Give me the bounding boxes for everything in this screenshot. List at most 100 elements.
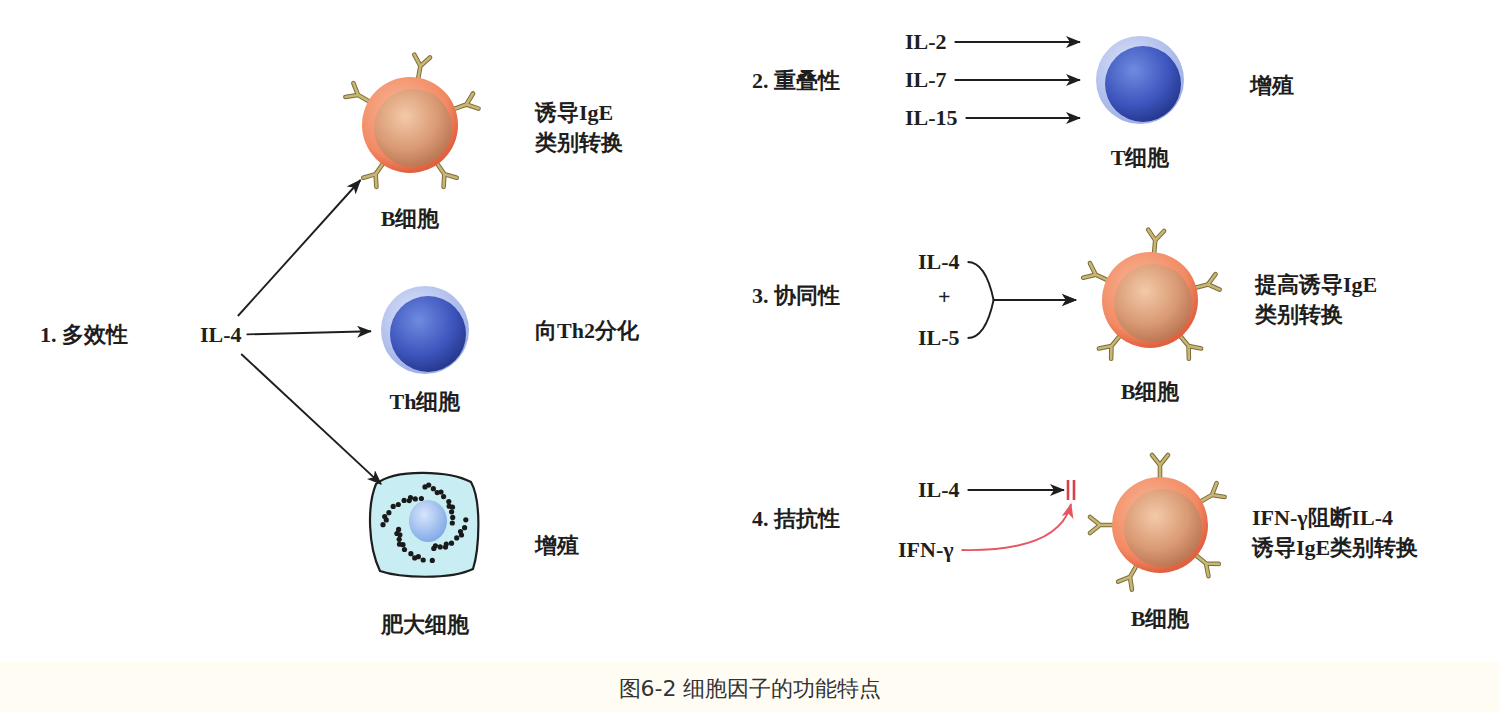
cytokine-label: IL-7 xyxy=(905,66,947,94)
cytokine-name: IL-4 xyxy=(918,248,960,276)
granule-dot xyxy=(419,496,424,501)
granule-dot xyxy=(450,515,455,520)
arrow-connector xyxy=(968,262,1076,300)
b-cell-art xyxy=(1090,455,1225,590)
arrow-connector xyxy=(247,331,371,334)
arrow-connector xyxy=(968,300,1076,338)
arrow-connector xyxy=(238,180,361,316)
effect-note: 诱导IgE 类别转换 xyxy=(535,98,685,158)
cell-name: T细胞 xyxy=(1111,144,1170,172)
antibody-symbol xyxy=(1146,230,1164,254)
antibody-symbol xyxy=(1152,455,1168,478)
figure-caption: 图6-2 细胞因子的功能特点 xyxy=(0,674,1500,704)
block-bar xyxy=(1067,480,1070,500)
granule-dot xyxy=(447,504,452,509)
section-heading: 3. 协同性 xyxy=(752,281,840,311)
cell-name: 肥大细胞 xyxy=(381,611,469,639)
granule-dot xyxy=(449,509,454,514)
cytokine-name: IL-2 xyxy=(905,28,947,56)
mast-cell: 肥大细胞 xyxy=(369,469,481,581)
effect-note: 向Th2分化 xyxy=(535,316,639,346)
section-heading: 4. 拮抗性 xyxy=(752,504,840,534)
arrow-connector xyxy=(241,354,381,484)
granule-dot xyxy=(462,525,467,530)
cytokine-label: IL-4 xyxy=(918,476,960,504)
cell-name: Th细胞 xyxy=(390,388,461,416)
granule-dot xyxy=(408,551,413,556)
granule-dot xyxy=(416,554,421,559)
granule-dot xyxy=(449,541,454,546)
arrow-connector xyxy=(966,117,1080,119)
b-cell: B细胞 xyxy=(1090,455,1230,595)
cell-name: B细胞 xyxy=(381,205,440,233)
granule-dot xyxy=(435,490,440,495)
mast-cell-art xyxy=(370,473,478,577)
cytokine-name: IFN-γ xyxy=(898,536,954,564)
granule-dot xyxy=(446,499,451,504)
granule-dot xyxy=(396,502,401,507)
t-cell: T细胞 xyxy=(1090,30,1190,130)
block-bar xyxy=(1073,480,1076,500)
granule-dot xyxy=(421,557,426,562)
cytokine-label: IL-4 xyxy=(918,248,960,276)
section-heading: 2. 重叠性 xyxy=(752,66,840,96)
granule-dot xyxy=(454,535,459,540)
cytokine-label: IL-5 xyxy=(918,324,960,352)
cytokine-label: IL-2 xyxy=(905,28,947,56)
granule-dot xyxy=(450,520,455,525)
cytokine-label: IL-15 xyxy=(905,104,958,132)
th-cell: Th细胞 xyxy=(375,280,475,380)
granule-dot xyxy=(380,522,385,527)
antibody-symbol xyxy=(410,55,430,80)
effect-note: 增殖 xyxy=(535,531,579,561)
granule-dot xyxy=(386,510,391,515)
cytokine-name: IL-4 xyxy=(918,476,960,504)
cytokine-name: IL-7 xyxy=(905,66,947,94)
section-heading: 1. 多效性 xyxy=(40,320,128,350)
cytokine-name: IL-5 xyxy=(918,324,960,352)
granule-dot xyxy=(407,498,412,503)
plus-sign: + xyxy=(938,282,951,312)
granule-dot xyxy=(400,542,405,547)
granule-dot xyxy=(431,486,436,491)
granule-dot xyxy=(402,547,407,552)
granule-dot xyxy=(433,543,438,548)
b-cell: B细胞 xyxy=(340,55,480,195)
granule-dot xyxy=(397,532,402,537)
granule-dot xyxy=(438,544,443,549)
granule-dot xyxy=(444,541,449,546)
b-cell: B细胞 xyxy=(1080,230,1220,370)
antibody-symbol xyxy=(1090,517,1113,533)
granule-dot xyxy=(397,537,402,542)
th-cell-art xyxy=(381,286,469,374)
granule-dot xyxy=(458,529,463,534)
b-cell-art xyxy=(1083,230,1220,359)
t-cell-art xyxy=(1096,36,1184,124)
granule-dot xyxy=(430,558,435,563)
cell-name: B细胞 xyxy=(1121,378,1180,406)
effect-note: 提高诱导IgE 类别转换 xyxy=(1255,270,1430,330)
cytokine-name: IL-4 xyxy=(200,321,242,349)
cell-name: B细胞 xyxy=(1131,605,1190,633)
b-cell-art xyxy=(345,55,478,187)
granule-dot xyxy=(422,484,427,489)
cytokine-name: IL-15 xyxy=(905,104,958,132)
granule-dot xyxy=(413,496,418,501)
inhibition-arrow xyxy=(962,504,1072,550)
effect-note: IFN-γ阻断IL-4 诱导IgE类别转换 xyxy=(1252,503,1492,563)
arrow-connector xyxy=(955,41,1080,43)
granule-dot xyxy=(384,517,389,522)
arrow-connector xyxy=(955,79,1080,81)
granule-dot xyxy=(391,504,396,509)
granule-dot xyxy=(441,494,446,499)
granule-dot xyxy=(402,498,407,503)
cytokine-label: IFN-γ xyxy=(898,536,954,564)
arrow-connector xyxy=(968,489,1064,491)
granule-dot xyxy=(396,527,401,532)
granule-dot xyxy=(463,517,468,522)
cytokine-label: IL-4 xyxy=(200,321,242,349)
effect-note: 增殖 xyxy=(1250,71,1294,101)
